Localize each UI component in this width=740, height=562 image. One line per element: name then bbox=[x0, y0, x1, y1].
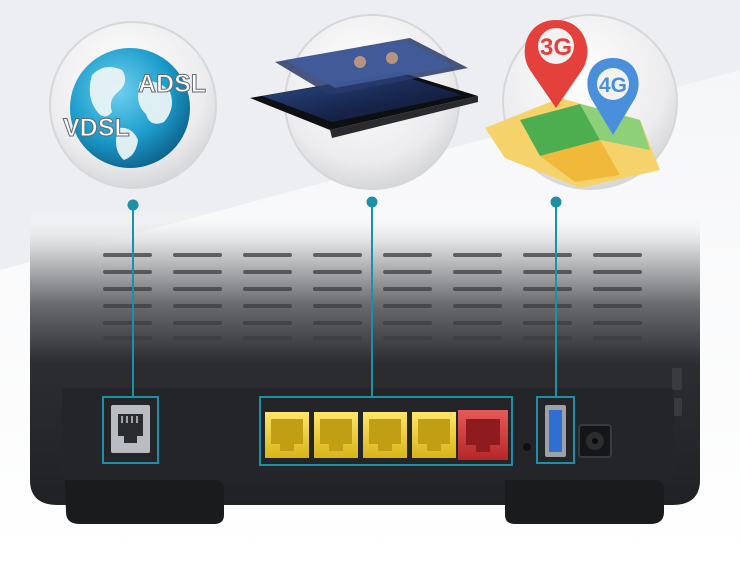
router-body bbox=[30, 210, 700, 524]
router-foot-left bbox=[65, 480, 224, 524]
mobile-bubble: 3G 4G bbox=[485, 14, 678, 190]
side-button bbox=[672, 398, 682, 416]
tablet-icon bbox=[250, 38, 478, 138]
map-pins-icon bbox=[485, 20, 660, 188]
wan-port bbox=[458, 410, 508, 460]
media-bubble bbox=[250, 14, 478, 190]
lan-port bbox=[412, 412, 456, 458]
4g-label: 4G bbox=[599, 74, 627, 97]
reset-pinhole bbox=[523, 443, 531, 451]
lan-port bbox=[314, 412, 358, 458]
3g-label: 3G bbox=[540, 34, 572, 61]
ethernet-ports bbox=[259, 396, 513, 466]
router-foot-right bbox=[505, 480, 664, 524]
dsl-port-highlight bbox=[102, 396, 159, 464]
connector-lines bbox=[127, 196, 562, 397]
power-port bbox=[578, 424, 612, 458]
internet-bubble: ADSL VDSL bbox=[49, 21, 217, 189]
side-button bbox=[672, 368, 682, 390]
lan-port bbox=[265, 412, 309, 458]
vdsl-label: VDSL bbox=[63, 114, 130, 142]
ethernet-ports-highlight bbox=[259, 396, 513, 466]
lan-port bbox=[363, 412, 407, 458]
usb-port bbox=[536, 396, 575, 464]
adsl-label: ADSL bbox=[138, 70, 206, 98]
dsl-port bbox=[102, 396, 159, 464]
router-vents bbox=[103, 253, 642, 340]
globe-icon bbox=[70, 48, 190, 168]
